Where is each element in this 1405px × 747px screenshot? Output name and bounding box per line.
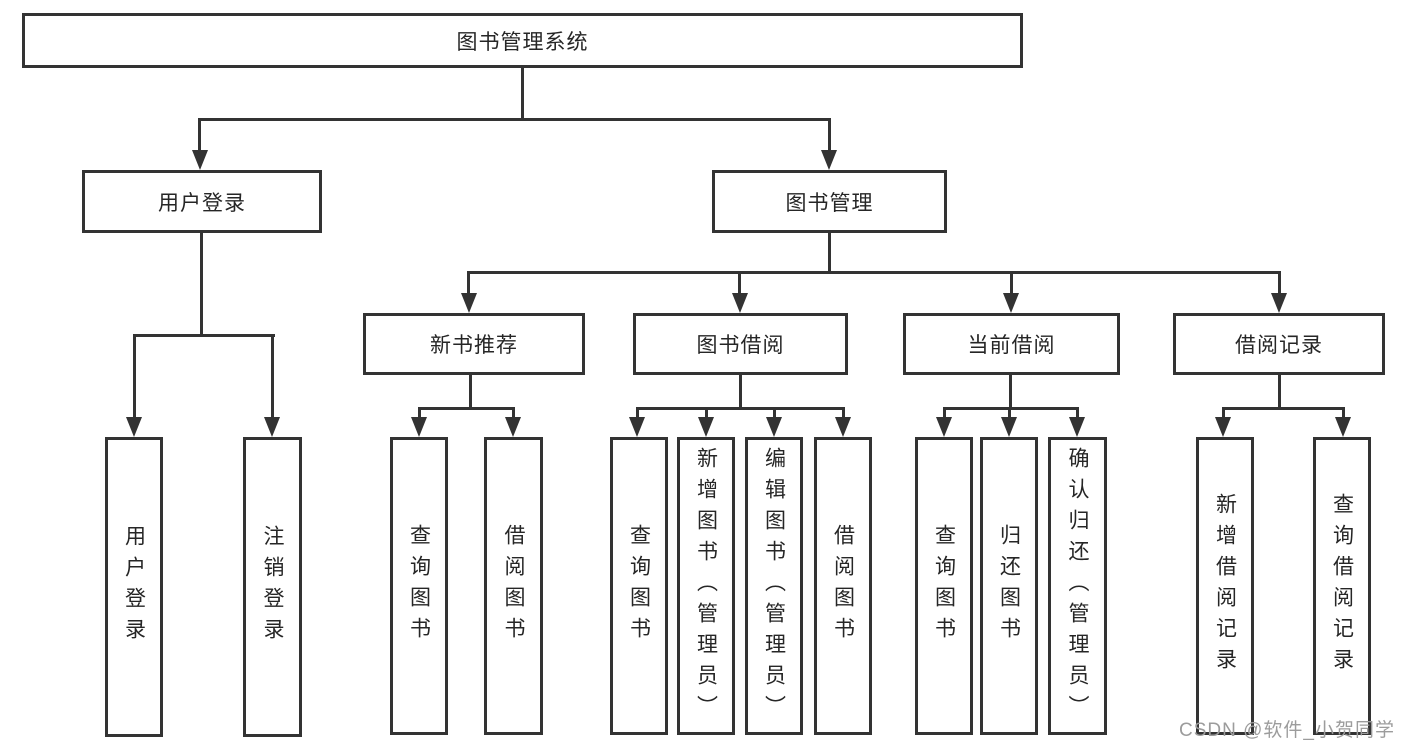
connector-line	[1278, 271, 1281, 295]
leaf-label: 查询借阅记录	[1330, 493, 1354, 679]
node-current-borrowing: 当前借阅	[903, 313, 1120, 375]
leaf-label: 查询图书	[932, 524, 956, 648]
node-library-management-system: 图书管理系统	[22, 13, 1023, 68]
connector-line	[738, 271, 741, 295]
connector-line	[943, 407, 1079, 410]
connector-line	[1222, 407, 1225, 419]
leaf-label: 新增图书（管理员）	[694, 446, 718, 726]
arrowhead-down-icon	[126, 417, 142, 437]
connector-line	[469, 375, 472, 407]
connector-line	[198, 118, 831, 121]
leaf-label: 归还图书	[997, 524, 1021, 648]
connector-line	[1342, 407, 1345, 419]
leaf-label: 借阅图书	[831, 524, 855, 648]
connector-line	[512, 407, 515, 419]
arrowhead-down-icon	[698, 417, 714, 437]
leaf-query-books-borrowing: 查询图书	[610, 437, 668, 735]
leaf-label: 查询图书	[627, 524, 651, 648]
connector-line	[739, 375, 742, 407]
node-label: 图书管理系统	[456, 30, 589, 54]
leaf-query-books-recommend: 查询图书	[390, 437, 448, 735]
connector-line	[828, 233, 831, 271]
arrowhead-down-icon	[1271, 293, 1287, 313]
connector-line	[636, 407, 845, 410]
connector-line	[1278, 375, 1281, 407]
connector-line	[773, 407, 776, 419]
leaf-confirm-return-admin: 确认归还（管理员）	[1048, 437, 1107, 735]
leaf-borrow-books-recommend: 借阅图书	[484, 437, 543, 735]
arrowhead-down-icon	[461, 293, 477, 313]
arrowhead-down-icon	[629, 417, 645, 437]
node-label: 用户登录	[158, 191, 246, 215]
leaf-query-books-current: 查询图书	[915, 437, 973, 735]
leaf-add-books-admin: 新增图书（管理员）	[677, 437, 735, 735]
connector-line	[467, 271, 1281, 274]
arrowhead-down-icon	[1001, 417, 1017, 437]
connector-line	[636, 407, 639, 419]
connector-line	[521, 68, 524, 118]
leaf-query-borrow-record: 查询借阅记录	[1313, 437, 1371, 735]
connector-line	[133, 334, 275, 337]
leaf-label: 新增借阅记录	[1213, 493, 1237, 679]
leaf-return-books: 归还图书	[980, 437, 1038, 735]
leaf-edit-books-admin: 编辑图书（管理员）	[745, 437, 803, 735]
node-user-login-branch: 用户登录	[82, 170, 322, 233]
arrowhead-down-icon	[936, 417, 952, 437]
arrowhead-down-icon	[192, 150, 208, 170]
arrowhead-down-icon	[264, 417, 280, 437]
leaf-add-borrow-record: 新增借阅记录	[1196, 437, 1254, 735]
leaf-user-login: 用户登录	[105, 437, 163, 737]
leaf-label: 编辑图书（管理员）	[762, 446, 786, 726]
arrowhead-down-icon	[1003, 293, 1019, 313]
leaf-label: 注销登录	[261, 525, 284, 649]
connector-line	[418, 407, 421, 419]
arrowhead-down-icon	[1215, 417, 1231, 437]
node-label: 图书借阅	[696, 334, 785, 357]
node-borrowing-records: 借阅记录	[1173, 313, 1385, 375]
connector-line	[828, 118, 831, 152]
connector-line	[1010, 271, 1013, 295]
leaf-label: 借阅图书	[502, 524, 525, 648]
node-book-borrowing: 图书借阅	[633, 313, 848, 375]
connector-line	[467, 271, 470, 295]
leaf-borrow-books-borrowing: 借阅图书	[814, 437, 872, 735]
arrowhead-down-icon	[1069, 417, 1085, 437]
connector-line	[418, 407, 515, 410]
csdn-watermark: CSDN @软件_小贺同学	[1179, 720, 1395, 741]
connector-line	[271, 334, 274, 419]
node-book-management: 图书管理	[712, 170, 947, 233]
node-label: 新书推荐	[430, 334, 518, 357]
leaf-logout: 注销登录	[243, 437, 302, 737]
connector-line	[1076, 407, 1079, 419]
connector-line	[705, 407, 708, 419]
arrowhead-down-icon	[835, 417, 851, 437]
connector-line	[1222, 407, 1345, 410]
connector-line	[133, 334, 136, 419]
arrowhead-down-icon	[766, 417, 782, 437]
arrowhead-down-icon	[505, 417, 521, 437]
node-label: 图书管理	[785, 191, 874, 215]
connector-line	[1008, 407, 1011, 419]
node-label: 借阅记录	[1235, 334, 1323, 357]
connector-line	[1009, 375, 1012, 407]
connector-line	[943, 407, 946, 419]
leaf-label: 用户登录	[122, 525, 146, 649]
arrowhead-down-icon	[821, 150, 837, 170]
connector-line	[198, 118, 201, 152]
arrowhead-down-icon	[411, 417, 427, 437]
arrowhead-down-icon	[732, 293, 748, 313]
leaf-label: 确认归还（管理员）	[1066, 446, 1089, 726]
connector-line	[200, 233, 203, 334]
connector-line	[842, 407, 845, 419]
node-new-book-recommendation: 新书推荐	[363, 313, 585, 375]
node-label: 当前借阅	[967, 334, 1056, 357]
arrowhead-down-icon	[1335, 417, 1351, 437]
leaf-label: 查询图书	[407, 524, 431, 648]
